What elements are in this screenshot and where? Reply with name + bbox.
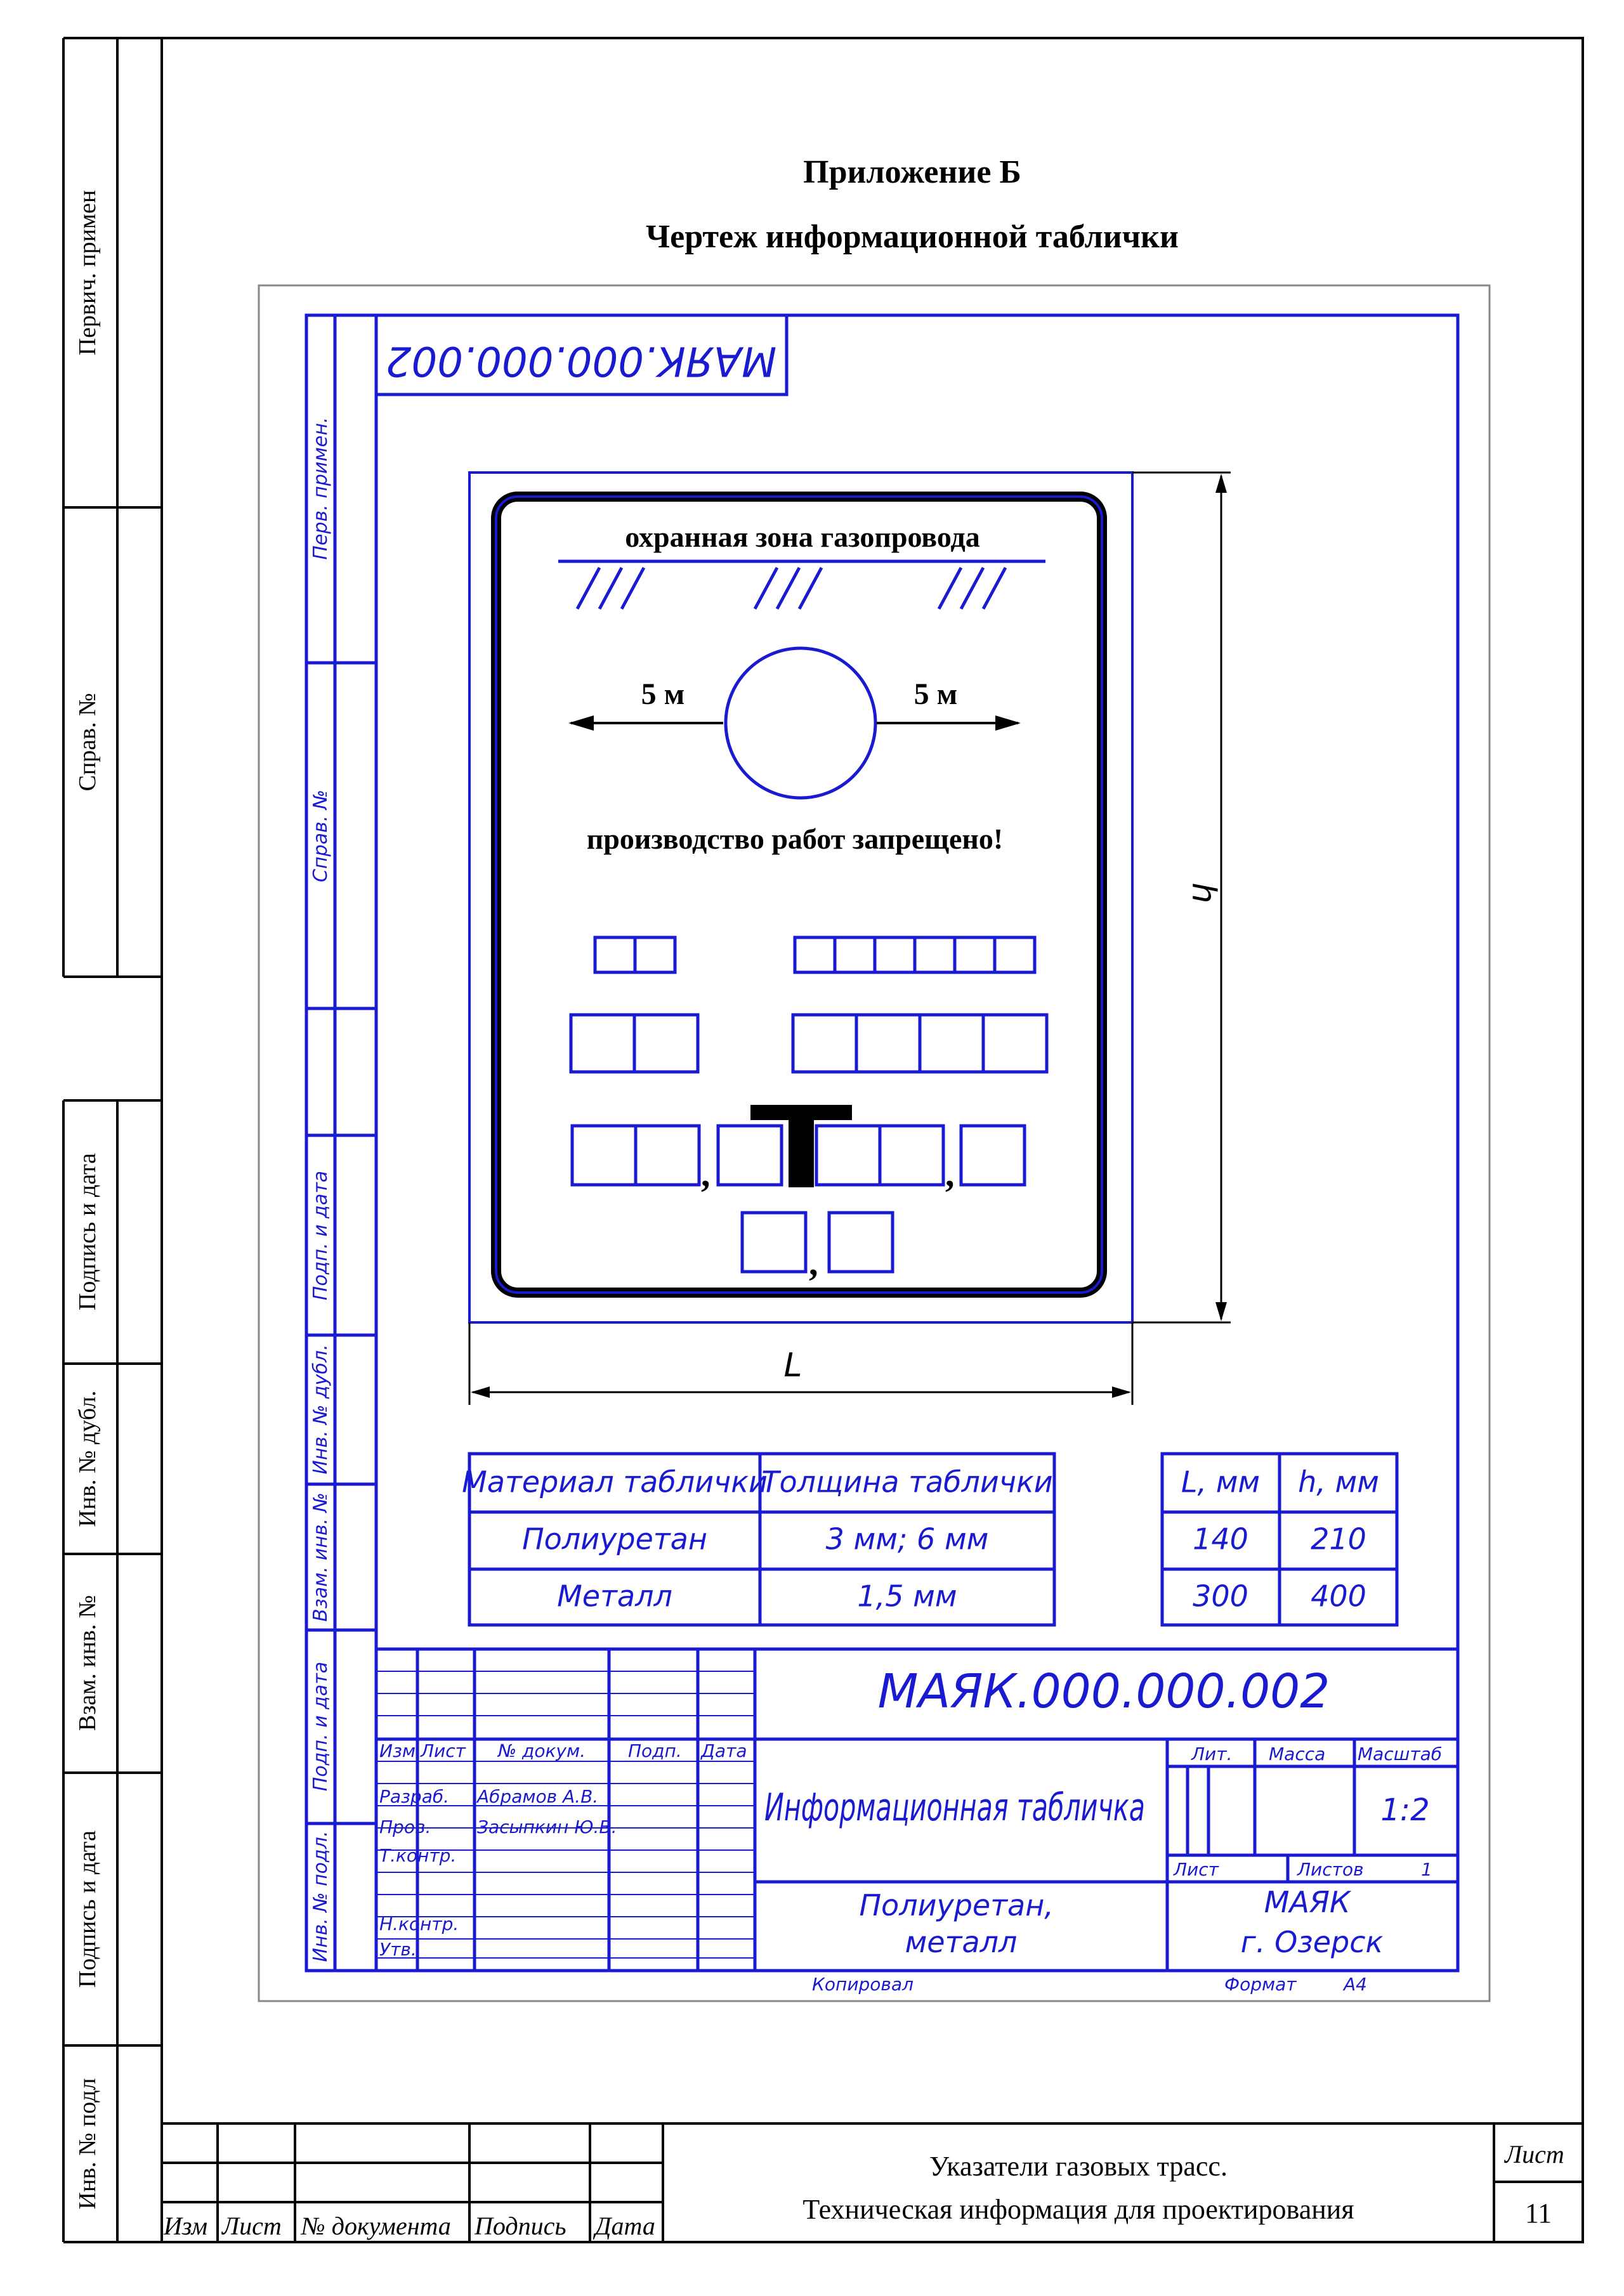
sign-header: охранная зона газопровода [625,521,980,553]
left-stamp-inv-orig: Инв. № подл [74,2078,101,2209]
comma-mark-3: , [809,1242,818,1283]
tb-prov-name: Засыпкин Ю.В. [477,1817,617,1837]
tb-format-value: А4 [1342,1974,1367,1995]
tb-massa: Масса [1269,1744,1325,1764]
tb-material: Полиуретан, металл [859,1888,1063,1959]
drawing-side-ref-no: Справ. № [310,790,332,882]
title-block-name: Информационная табличка [764,1785,1145,1830]
dim-height-label: h [1184,883,1222,904]
stamp-col-izm: Изм [163,2212,207,2240]
page-frame [160,37,1584,2243]
left-stamp-sign-date-1: Подпись и дата [74,1153,101,1310]
stamp-sheet-label: Лист [1503,2140,1564,2169]
material-table [468,1452,1056,1627]
title-block-thin-rows [376,1671,755,1959]
tb-listov-value: 1 [1421,1859,1432,1880]
drawing-side-sign-date-2: Подп. и дата [310,1662,332,1791]
sign-warning: производство работ запрещено! [587,823,1004,855]
right-distance-label: 5 м [914,677,958,711]
stamp-col-date: Дата [593,2212,655,2240]
size-header-h: h, мм [1298,1465,1379,1499]
stamp-doc-title-1: Указатели газовых трасс. [929,2151,1228,2182]
material-row2-thickness: 1,5 мм [857,1579,957,1614]
stamp-sheet-number: 11 [1525,2198,1552,2229]
stamp-doc-title-2: Техническая информация для проектировани… [802,2194,1354,2225]
material-header-material: Материал таблички [462,1465,768,1499]
tb-hdr-date: Дата [700,1740,747,1761]
left-margin-stamp [62,37,162,2243]
drawing-side-sign-date-1: Подп. и дата [310,1171,332,1300]
title-block-code: МАЯК.000.000.002 [878,1664,1330,1719]
tb-nkontr-label: Н.контр. [379,1914,459,1934]
tb-utv-label: Утв. [379,1939,417,1960]
appendix-title: Приложение Б [803,154,1021,190]
size-row1-h: 210 [1311,1522,1366,1556]
appendix-subtitle: Чертеж информационной таблички [646,219,1179,255]
left-stamp-repl-inv: Взам. инв. № [74,1595,101,1731]
tb-copied: Копировал [812,1974,914,1995]
tb-org-line-1: МАЯК [1264,1885,1352,1919]
size-table [1160,1452,1399,1627]
tb-masshtab: Масштаб [1358,1744,1442,1764]
ground-hatching [558,559,1045,610]
tb-material-line-2: металл [905,1925,1018,1959]
dimension-lines [468,471,1231,1405]
tb-hdr-sign: Подп. [628,1740,682,1761]
tb-org: МАЯК г. Озерск [1241,1885,1384,1959]
drawing-image-frame [258,284,1491,2002]
tb-hdr-doc: № докум. [497,1740,586,1761]
left-stamp-first-use: Первич. примен [74,190,101,356]
drawing-sheet [304,313,1460,1973]
material-row1-material: Полиуретан [522,1522,707,1556]
sign-outline [468,471,1134,1324]
tb-tkontr-label: Т.контр. [379,1845,456,1866]
mirrored-drawing-code: МАЯК.000.000.002 [386,337,776,384]
left-distance-label: 5 м [641,677,685,711]
material-row2-material: Металл [557,1579,672,1614]
km-digit-boxes [569,936,1049,1274]
tb-hdr-list: Лист [420,1740,466,1761]
material-row1-thickness: 3 мм; 6 мм [826,1522,989,1556]
tb-scale: 1:2 [1380,1792,1429,1828]
size-row1-L: 140 [1193,1522,1248,1556]
left-stamp-ref-no: Справ. № [74,693,101,792]
drawing-side-inv-orig: Инв. № подл. [310,1831,332,1962]
stamp-col-sign: Подпись [474,2212,566,2240]
dim-width-label: L [784,1347,802,1385]
tb-lit: Лит. [1191,1744,1232,1764]
left-stamp-sign-date-2: Подпись и дата [74,1830,101,1988]
bottom-stamp [162,2122,1583,2242]
drawing-side-first-use: Перв. примен. [310,417,332,559]
comma-mark-2: , [945,1153,955,1194]
tb-format-label: Формат [1224,1974,1297,1995]
size-row2-h: 400 [1311,1579,1366,1614]
tb-listov-label: Листов [1297,1859,1364,1880]
drawing-side-inv-dup: Инв. № дубл. [310,1344,332,1474]
tb-razrab-name: Абрамов А.В. [476,1786,598,1807]
tb-hdr-izm: Изм. [379,1740,421,1761]
stamp-col-list: Лист [221,2212,282,2240]
tb-razrab-label: Разраб. [379,1786,449,1807]
material-header-thickness: Толщина таблички [761,1465,1052,1499]
drawing-side-repl-inv: Взам. инв. № [310,1492,332,1622]
left-stamp-inv-dup: Инв. № дубл. [74,1390,101,1527]
size-row2-L: 300 [1193,1579,1248,1614]
tb-list-label: Лист [1173,1859,1219,1880]
comma-mark-1: , [701,1153,710,1194]
pipe-circle [724,646,877,800]
tb-material-line-1: Полиуретан, [859,1888,1053,1922]
tb-prov-label: Пров. [379,1817,431,1837]
T-mark [750,1105,852,1187]
stamp-col-doc: № документа [300,2212,451,2240]
size-header-L: L, мм [1181,1465,1260,1499]
tb-org-line-2: г. Озерск [1241,1925,1384,1959]
